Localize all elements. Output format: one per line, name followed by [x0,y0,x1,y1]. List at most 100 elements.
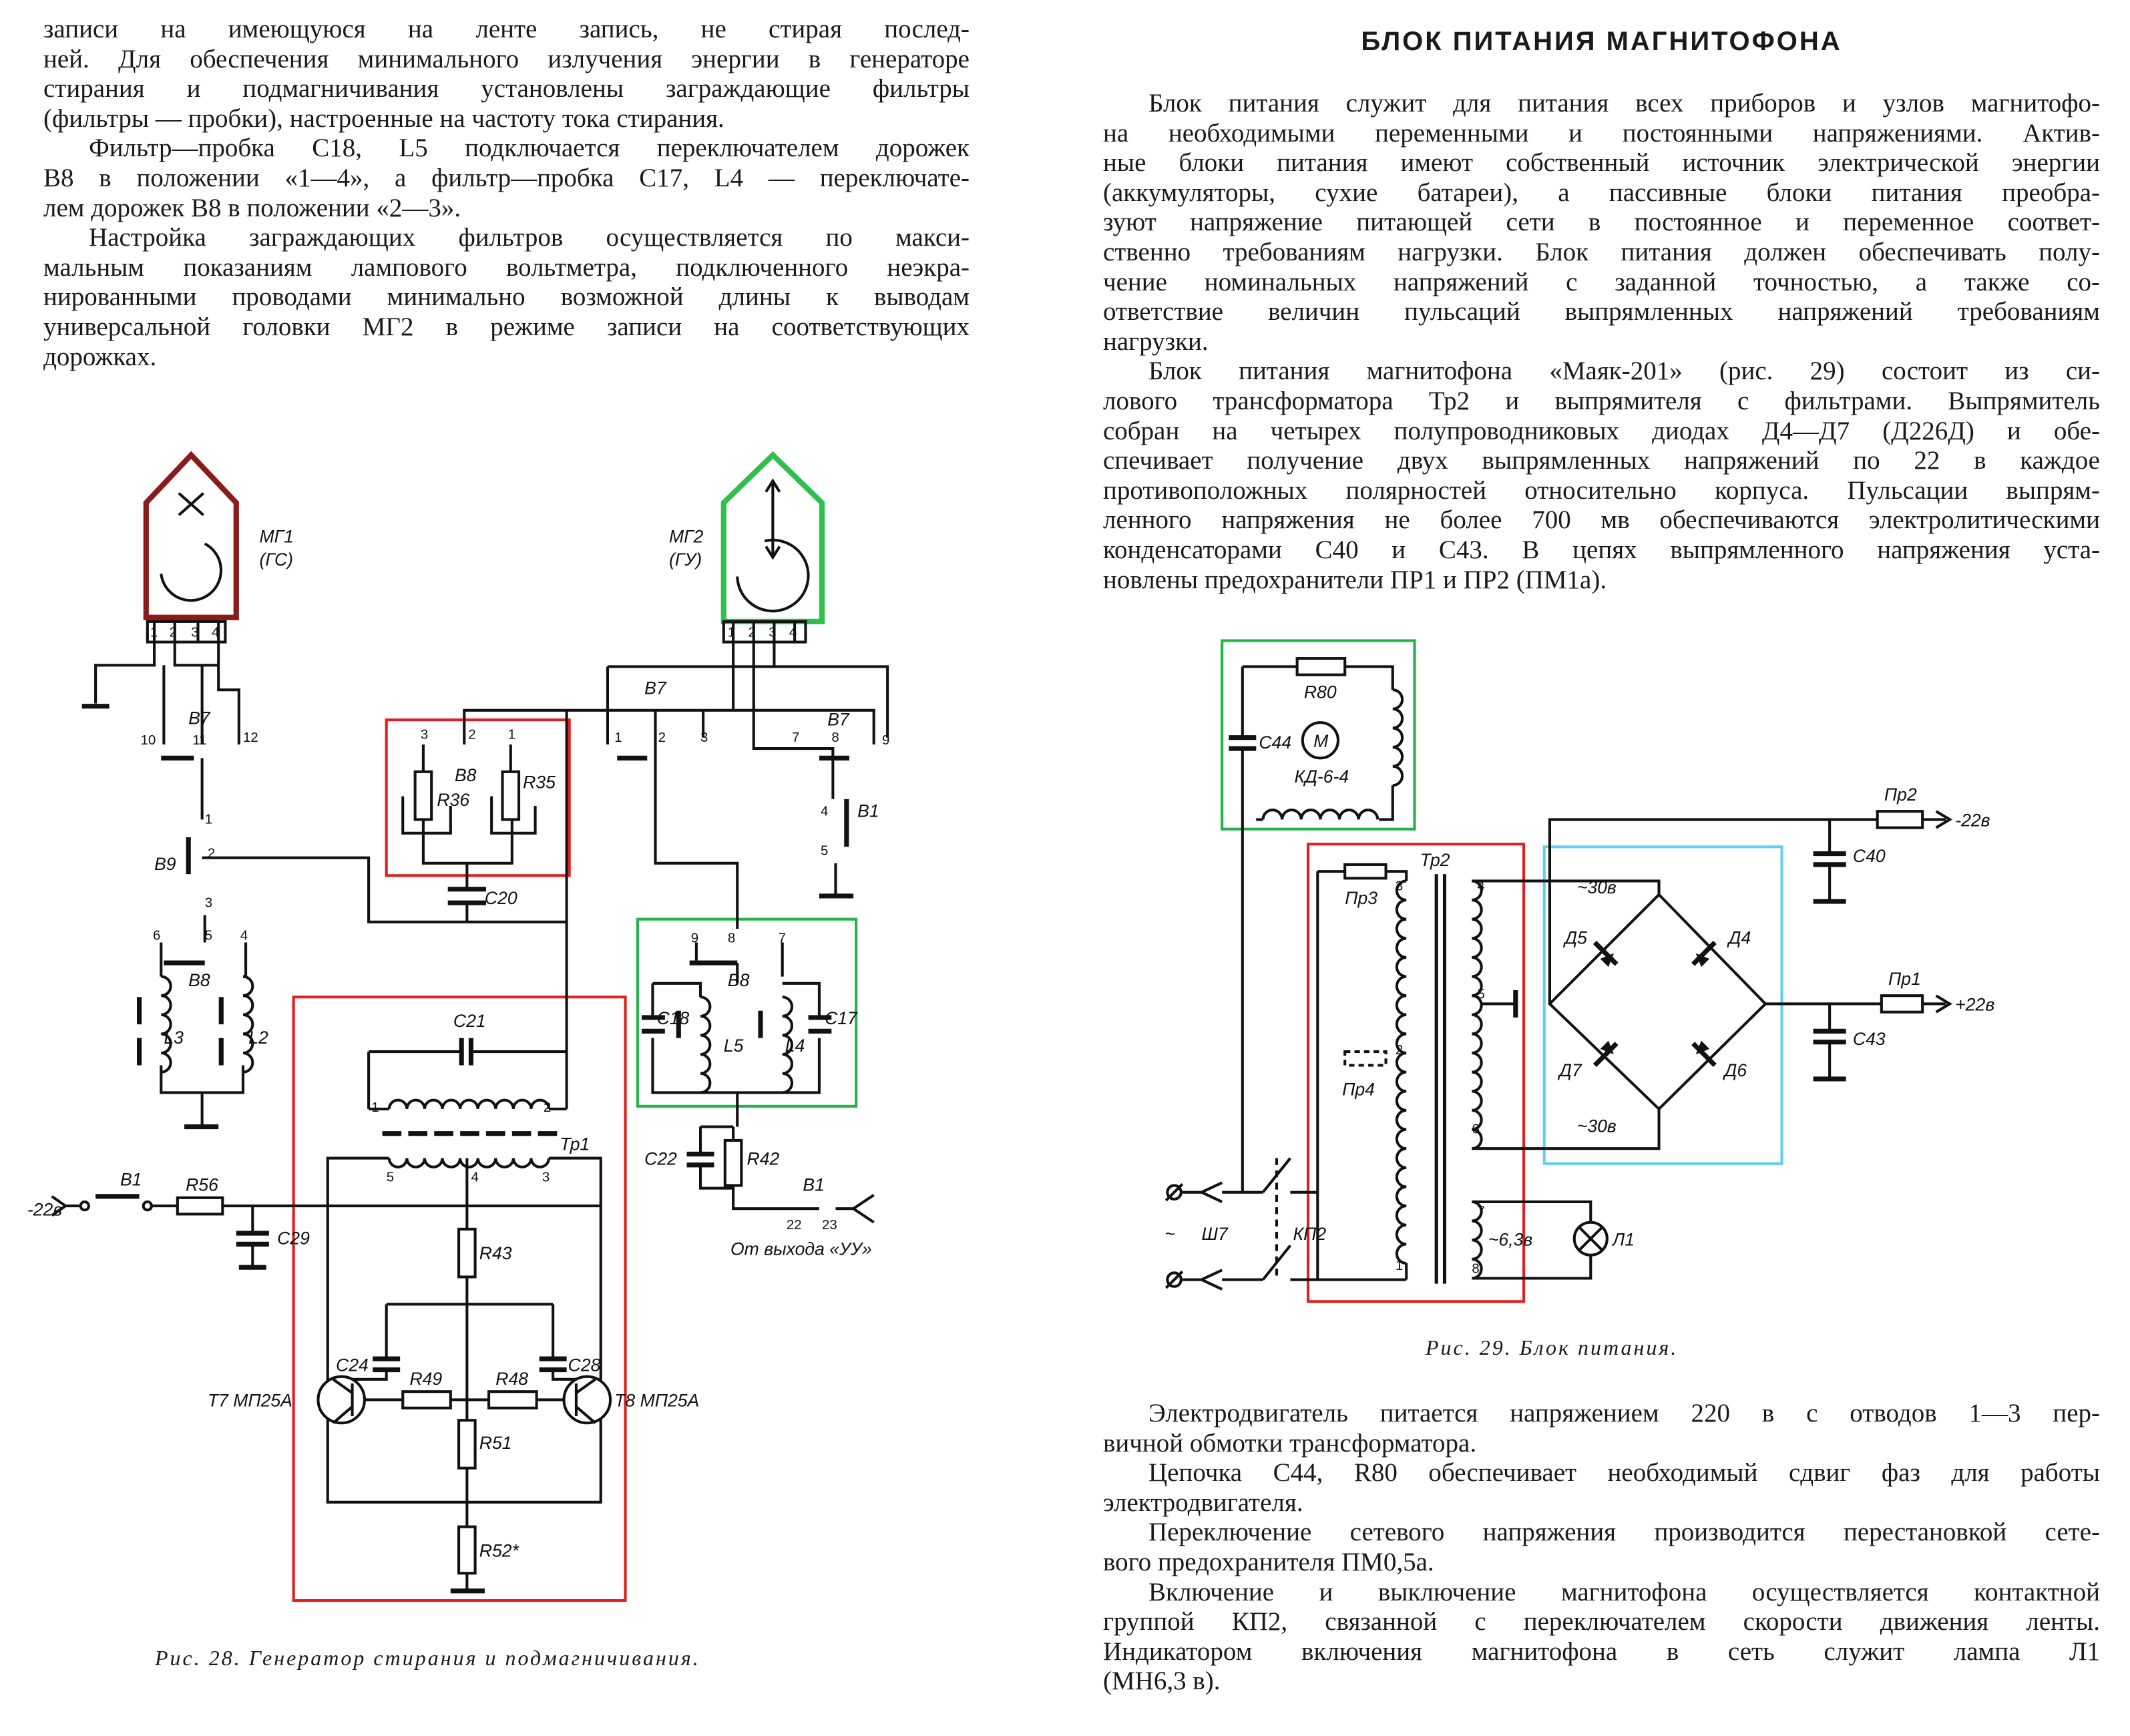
pin-label: 3 [542,1169,550,1184]
text-line: (аккумуляторы, сухие батареи), а пассивн… [1103,178,2100,207]
label: Тр1 [560,1134,590,1154]
motor-icon [1301,721,1340,760]
coil-tr2-lamp-winding-icon [1472,1200,1483,1280]
label: В1 [803,1175,825,1195]
text-line: мальным показаниям лампового вольтметра,… [43,252,970,282]
label: Т7 МП25А [208,1391,292,1411]
pin-label: 6 [1472,1122,1479,1137]
pin-label: 3 [1396,879,1403,894]
text-line: спечивает получение двух выпрямленных на… [1103,446,2100,475]
text-line: (МН6,3 в). [1103,1667,1221,1696]
label: Пр4 [1342,1079,1375,1099]
label: В8 [728,970,750,990]
section-title: БЛОК ПИТАНИЯ МАГНИТОФОНА [1361,27,1842,56]
label: Т8 МП25А [614,1391,699,1411]
label: R49 [409,1369,442,1389]
text-line: Электродвигатель питается напряжением 22… [1148,1399,2100,1428]
diode-bridge [1548,892,1767,1111]
label: От выхода «УУ» [730,1239,872,1259]
pin-label: 1 [150,624,158,640]
label: Д6 [1723,1060,1747,1080]
label: В1 [120,1169,142,1189]
pin-label: 10 [141,732,156,748]
label: Д7 [1557,1060,1582,1080]
label: В7 [827,709,850,729]
text-line: дорожках. [43,342,157,371]
text-line: собран на четырех полупроводниковых диод… [1103,416,2100,445]
text-line: вичной обмотки трансформатора. [1103,1428,1477,1458]
pin-label: 2 [170,624,177,640]
label: C17 [825,1008,858,1028]
label: R51 [479,1433,512,1453]
right-column-text: Блок питания служит для питания всех при… [1103,89,2100,595]
pin-label: 2 [749,624,756,640]
label: В9 [154,854,176,874]
coil-l3-icon [161,975,172,1074]
label: C24 [336,1355,369,1375]
text-line: Индикатором включения магнитофона в сеть… [1103,1637,2100,1666]
text-line: конденсаторами C40 и C43. В цепях выпрям… [1103,535,2100,564]
label: L4 [785,1036,805,1056]
pin-label: 7 [792,730,799,745]
text-line: вого предохранителя ПМ0,5а. [1103,1547,1434,1576]
pin-label: 1 [614,730,622,745]
label: L3 [164,1028,184,1048]
label: (ГС) [260,550,293,570]
text-line: Настройка заграждающих фильтров осуществ… [89,223,970,252]
text-line: Включение и выключение магнитофона осуще… [1148,1577,2100,1606]
pin-label: 22 [787,1217,802,1233]
pin-label: 4 [1478,879,1485,894]
coil-tr2-primary-icon [1395,879,1407,1265]
pin-label: 5 [1478,986,1485,1002]
label: МГ1 [260,526,294,546]
coil-l4-icon [782,996,793,1094]
label: Тр2 [1420,850,1450,870]
figure-29-caption: Рис. 29. Блок питания. [1426,1335,1679,1359]
pin-label: 23 [822,1217,837,1233]
pin-label: 8 [1472,1261,1479,1276]
pin-label: 3 [191,624,198,640]
text-line: зуют напряжение питающей сети в постоянн… [1103,208,2100,237]
green-box-motor [1221,639,1416,831]
bottom-right-text: Электродвигатель питается напряжением 22… [1103,1399,2100,1697]
text-line: лового трансформатора Тр2 и выпрямителя … [1103,386,2100,415]
label: L2 [248,1028,268,1048]
text-line: ленного напряжения не более 700 мв обесп… [1103,505,2100,535]
label: В7 [644,678,667,698]
label: R48 [495,1369,528,1389]
text-line: универсальной головки МГ2 в режиме запис… [43,312,970,341]
label: C21 [453,1011,486,1031]
text-line: нированными проводами минимально возможн… [43,282,970,312]
label: R80 [1304,682,1337,702]
label: -22в [1955,811,1990,831]
label: МГ2 [669,526,704,546]
pin-label: 1 [508,727,515,742]
label: C20 [485,888,517,908]
label: C43 [1853,1029,1886,1049]
label: Ш7 [1201,1224,1228,1244]
coil-tr1-primary-icon [387,1098,551,1110]
label: ~30в [1577,877,1617,897]
pin-label: 1 [728,624,735,640]
label: R36 [437,790,469,810]
figure-28-schematic: МГ1 (ГС) МГ2 (ГУ) В7 В7 В7 В8 R36 R35 C2… [27,451,889,1602]
label: C29 [277,1228,310,1248]
text-line: (фильтры — пробки), настроенные на часто… [43,103,724,133]
text-line: Фильтр—пробка C18, L5 подключается перек… [89,134,970,163]
label: -22в [27,1199,62,1219]
text-line: В8 в положении «1—4», а фильтр—пробка C1… [43,163,970,192]
text-line: новлены предохранители ПР1 и ПР2 (ПМ1а). [1103,565,1607,594]
pin-label: 9 [691,930,698,945]
label: Д4 [1727,927,1751,947]
pin-label: 5 [387,1169,394,1184]
text-line: Блок питания служит для питания всех при… [1148,89,2100,118]
pin-label: 8 [831,730,839,745]
pin-label: 1 [205,812,212,827]
text-line: Блок питания магнитофона «Маяк-201» (рис… [1148,357,2100,386]
label: Л1 [1611,1229,1635,1249]
pin-label: 7 [779,930,786,945]
label: C40 [1853,846,1886,866]
text-line: записи на имеющуюся на ленте запись, не … [43,15,970,43]
pin-label: 12 [243,730,258,745]
